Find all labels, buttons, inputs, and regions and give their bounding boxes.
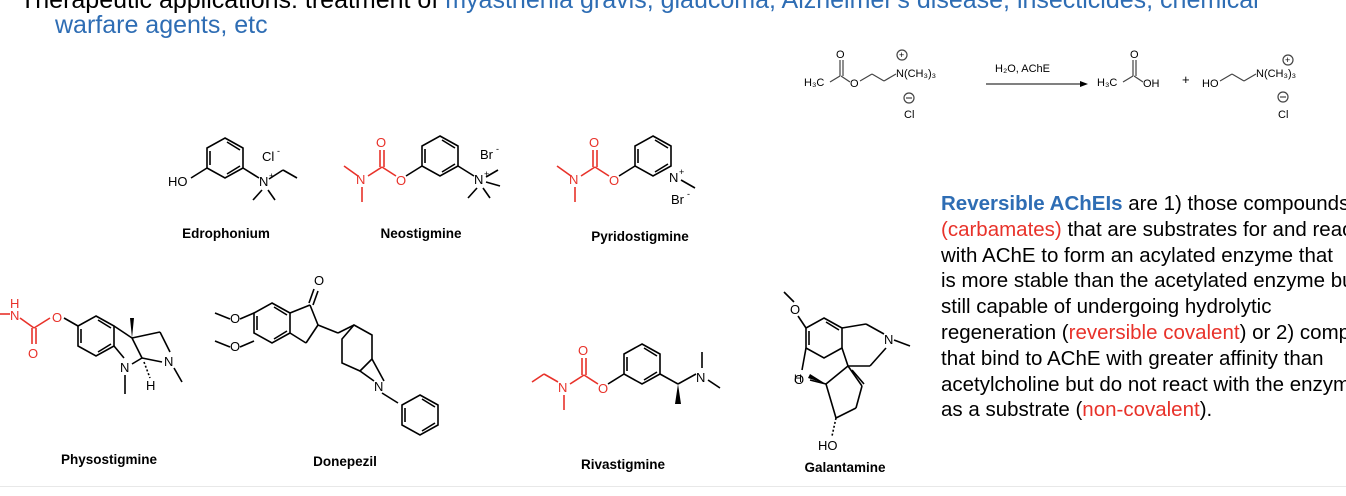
header-line-1: Therapeutic applications: treatment of m…: [20, 0, 1259, 15]
para-line-6: regeneration (reversible covalent) or 2)…: [941, 320, 1346, 346]
physostigmine-structure: H N O O N N H: [0, 296, 183, 394]
header-prefix: Therapeutic applications: treatment of: [20, 0, 446, 14]
physostigmine-nh: H: [10, 296, 19, 311]
para-line-4: is more stable than the acetylated enzym…: [941, 269, 1346, 293]
svg-text:O: O: [850, 78, 859, 90]
para-line-2: (carbamates) that are substrates for and…: [941, 217, 1346, 243]
reversible-ache-inhibitors-paragraph: Reversible AChEIs are 1) those compounds…: [941, 191, 1346, 423]
galantamine-structure: O N O H HO: [783, 291, 911, 453]
reactant-chloride: Cl: [904, 109, 914, 121]
svg-text:O: O: [578, 343, 588, 358]
hydrolysis-reaction: H₃C O O + N(CH₃)₃ Cl H₂O, AChE H₃C O OH …: [804, 49, 1296, 121]
neostigmine-carbamate-n: N: [356, 172, 365, 187]
para-line-3: with AChE to form an acylated enzyme tha…: [941, 243, 1333, 267]
galantamine-h: H: [794, 373, 802, 385]
rivastigmine-carbamate-n: N: [558, 380, 567, 395]
edrophonium-chloride: Cl: [262, 149, 274, 164]
product1-hydroxyl: OH: [1143, 78, 1160, 90]
pyridostigmine-label: Pyridostigmine: [591, 229, 689, 244]
edrophonium-label: Edrophonium: [182, 226, 270, 241]
physostigmine-n2: N: [164, 354, 173, 369]
svg-text:O: O: [1130, 49, 1139, 61]
pyridostigmine-bromide: Br: [671, 192, 685, 207]
para-line-6-post: ) or 2) compounds: [1239, 320, 1346, 344]
rivastigmine-amine-n: N: [696, 370, 705, 385]
plus-sign: +: [1182, 72, 1190, 87]
svg-text:O: O: [28, 346, 38, 361]
donepezil-n: N: [374, 379, 383, 394]
para-non-covalent: non-covalent: [1082, 398, 1200, 422]
svg-text:+: +: [679, 167, 684, 177]
pyridostigmine-ring-n: N: [669, 170, 678, 185]
para-line-5: still capable of undergoing hydrolytic: [941, 295, 1272, 319]
svg-text:O: O: [230, 339, 240, 354]
svg-text:-: -: [496, 144, 499, 154]
para-line-1: Reversible AChEIs are 1) those compounds: [941, 191, 1346, 217]
neostigmine-structure: N O O N + Br -: [343, 135, 501, 202]
pyridostigmine-carbamate-n: N: [569, 172, 578, 187]
header-highlight: myasthenia gravis, glaucoma, Alzheimer's…: [445, 0, 1259, 14]
svg-text:-: -: [277, 146, 280, 156]
para-line-6-pre: regeneration (: [941, 320, 1069, 344]
neostigmine-ester-o: O: [396, 173, 406, 188]
svg-text:O: O: [836, 49, 845, 61]
galantamine-label: Galantamine: [804, 460, 886, 475]
reactant-methyl: H₃C: [804, 77, 824, 89]
neostigmine-label: Neostigmine: [380, 226, 462, 241]
product2-chloride: Cl: [1278, 109, 1288, 121]
neostigmine-quaternary-n: N: [474, 172, 483, 187]
svg-text:O: O: [230, 311, 240, 326]
para-line-9: as a substrate (non-covalent).: [941, 397, 1346, 423]
svg-text:O: O: [598, 381, 608, 396]
product2-hydroxyl: HO: [1202, 78, 1219, 90]
svg-text:O: O: [52, 310, 62, 325]
svg-text:O: O: [589, 135, 599, 150]
header-line-2: warfare agents, etc: [55, 11, 268, 39]
physostigmine-h: H: [146, 378, 155, 393]
svg-text:-: -: [687, 189, 690, 199]
galantamine-ho: HO: [818, 438, 838, 453]
physostigmine-n1: N: [120, 360, 129, 375]
svg-text:+: +: [484, 169, 489, 179]
donepezil-label: Donepezil: [313, 454, 377, 469]
svg-text:+: +: [1285, 55, 1290, 65]
product2-ammonium: N(CH₃)₃: [1256, 68, 1296, 80]
svg-text:+: +: [269, 171, 274, 181]
rivastigmine-label: Rivastigmine: [580, 457, 666, 472]
galantamine-n: N: [884, 332, 893, 347]
para-carbamates: (carbamates): [941, 217, 1062, 241]
para-line-2-rest: that are substrates for and react: [1061, 217, 1346, 241]
svg-text:N: N: [10, 308, 19, 323]
para-line-9-post: ).: [1199, 398, 1213, 422]
para-reversible-covalent: reversible covalent: [1068, 320, 1240, 344]
para-line-7: that bind to AChE with greater affinity …: [941, 346, 1324, 370]
product1-methyl: H₃C: [1097, 77, 1117, 89]
svg-text:O: O: [314, 273, 324, 288]
para-term: Reversible AChEIs: [941, 192, 1123, 215]
pyridostigmine-structure: N O O N + Br -: [556, 135, 696, 207]
neostigmine-bromide: Br: [480, 147, 494, 162]
svg-text:O: O: [794, 372, 804, 387]
pyridostigmine-ester-o: O: [609, 173, 619, 188]
reaction-conditions: H₂O, AChE: [995, 63, 1050, 75]
svg-text:O: O: [376, 135, 386, 150]
para-line-1-rest: are 1) those compounds: [1122, 192, 1346, 215]
bottom-divider: [0, 486, 1346, 487]
edrophonium-n: N: [259, 174, 268, 189]
svg-text:+: +: [899, 50, 904, 60]
physostigmine-label: Physostigmine: [60, 452, 158, 467]
svg-text:O: O: [790, 302, 800, 317]
para-line-8: acetylcholine but do not react with the …: [941, 372, 1346, 396]
donepezil-structure: O O O N: [214, 273, 439, 436]
para-line-9-pre: as a substrate (: [941, 398, 1083, 422]
edrophonium-structure: HO N + Cl -: [168, 137, 298, 201]
reactant-ammonium: N(CH₃)₃: [896, 68, 936, 80]
edrophonium-ho: HO: [168, 174, 188, 189]
rivastigmine-structure: N O O N: [531, 343, 721, 410]
